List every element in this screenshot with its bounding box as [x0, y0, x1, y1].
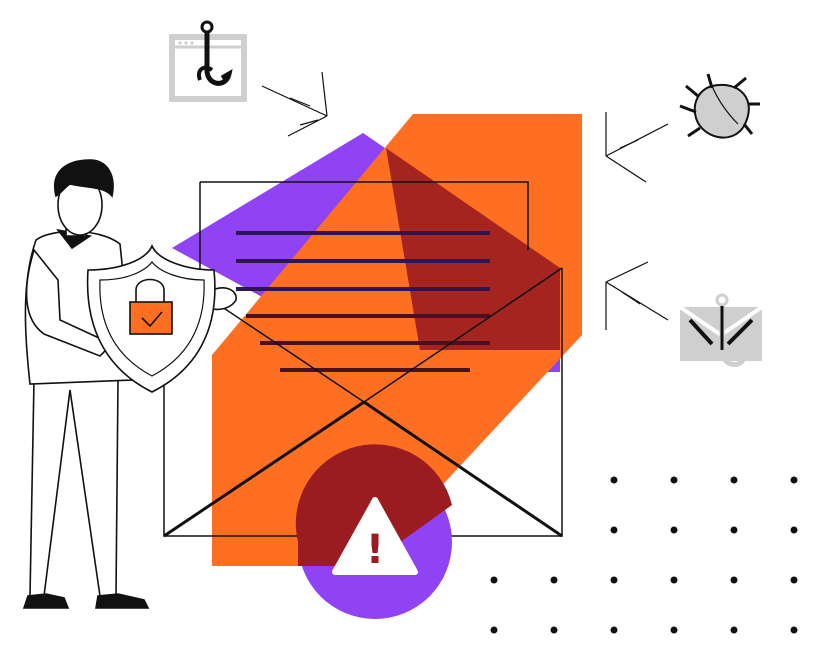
warning-triangle-icon	[332, 497, 418, 575]
person-legs	[29, 379, 119, 597]
letter-outline	[199, 181, 529, 270]
person-hair	[53, 159, 114, 198]
dot-grid	[490, 476, 798, 634]
envelope	[163, 181, 563, 538]
attack-arrow-left	[261, 71, 328, 137]
check-mark-icon	[141, 311, 163, 328]
attack-arrow-right-top	[605, 112, 669, 183]
shield-lock-icon	[86, 243, 216, 393]
warning-badge: !	[295, 444, 452, 619]
phishing-hook-envelope-icon	[678, 293, 764, 367]
lock-shackle	[135, 278, 165, 302]
lock-body	[129, 301, 173, 335]
attack-arrow-right-bottom	[605, 261, 669, 330]
bug-icon	[679, 73, 760, 139]
person-right-shoe	[95, 593, 150, 609]
person-left-shoe	[22, 593, 70, 609]
phishing-hook-browser-icon	[169, 20, 247, 102]
shield-inner	[99, 261, 205, 377]
envelope-bottom-left-fold	[163, 400, 365, 538]
warning-exclamation: !	[366, 527, 384, 573]
envelope-bottom-right-fold	[363, 400, 563, 538]
